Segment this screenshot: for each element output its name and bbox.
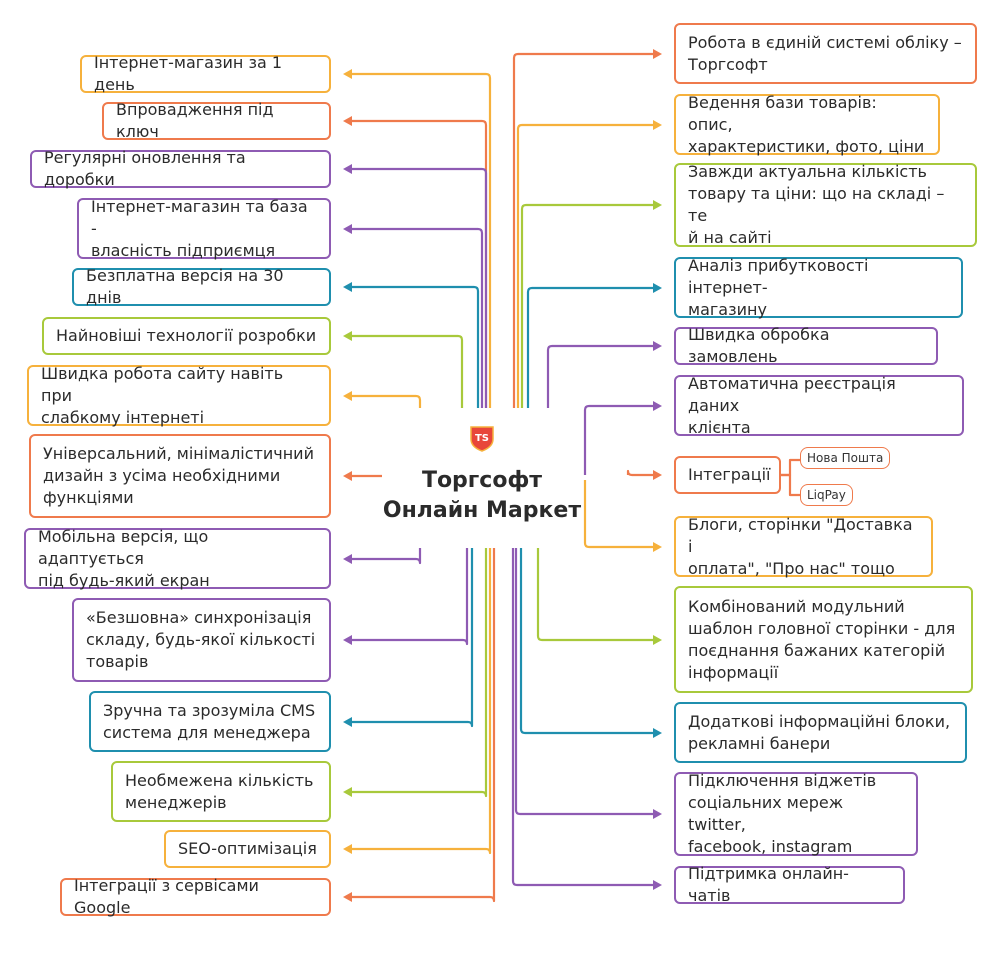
left-connector-7 xyxy=(347,394,422,475)
right-topic-5: Швидка обробка замовлень xyxy=(674,325,938,366)
integration-branch-2 xyxy=(781,473,800,497)
left-topic-13: SEO-оптимізація xyxy=(164,830,331,868)
right-connector-5 xyxy=(546,344,658,475)
left-connector-13 xyxy=(347,480,492,855)
right-arrow-9 xyxy=(653,635,662,645)
right-topic-10: Додаткові інформаційні блоки, рекламні б… xyxy=(674,702,967,763)
integration-branch-1 xyxy=(781,458,800,477)
left-connector-2 xyxy=(347,119,488,475)
right-topic-12: Підтримка онлайн-чатів xyxy=(674,864,905,905)
central-topic: TS Торгсофт Онлайн Маркет xyxy=(382,408,582,548)
left-arrow-10 xyxy=(343,635,352,645)
right-topic-7: Інтеграції xyxy=(674,456,781,494)
right-topic-4: Аналіз прибутковості інтернет- магазину xyxy=(674,256,963,319)
right-connector-2 xyxy=(516,123,658,475)
right-connector-8 xyxy=(583,480,658,549)
left-arrow-3 xyxy=(343,164,352,174)
left-topic-8: Універсальний, мінімалістичний дизайн з … xyxy=(29,434,331,518)
left-arrow-13 xyxy=(343,844,352,854)
left-arrow-1 xyxy=(343,69,352,79)
right-connector-4 xyxy=(526,286,658,475)
right-connector-12 xyxy=(511,480,658,887)
left-arrow-2 xyxy=(343,116,352,126)
left-arrow-8 xyxy=(343,471,352,481)
left-topic-10: «Безшовна» синхронізація складу, будь-як… xyxy=(72,598,331,682)
right-arrow-1 xyxy=(653,49,662,59)
right-topic-3: Завжди актуальна кількість товару та цін… xyxy=(674,162,977,247)
left-arrow-11 xyxy=(343,717,352,727)
right-connector-10 xyxy=(519,480,658,735)
right-arrow-5 xyxy=(653,341,662,351)
left-connector-4 xyxy=(347,227,484,475)
left-topic-9: Мобільна версія, що адаптується під будь… xyxy=(24,527,331,590)
right-arrow-12 xyxy=(653,880,662,890)
left-arrow-7 xyxy=(343,391,352,401)
right-topic-6: Автоматична реєстрація даних клієнта xyxy=(674,374,964,437)
svg-text:TS: TS xyxy=(475,433,489,444)
left-connector-14 xyxy=(347,480,496,903)
right-arrow-11 xyxy=(653,809,662,819)
right-arrow-10 xyxy=(653,728,662,738)
left-connector-12 xyxy=(347,480,488,798)
right-connector-6 xyxy=(583,404,658,475)
right-arrow-4 xyxy=(653,283,662,293)
left-arrow-14 xyxy=(343,892,352,902)
right-topic-1: Робота в єдиній системі обліку – Торгсоф… xyxy=(674,23,977,84)
left-topic-5: Безплатна версія на 30 днів xyxy=(72,266,331,307)
left-topic-7: Швидка робота сайту навіть при слабкому … xyxy=(27,364,331,427)
left-connector-10 xyxy=(347,480,469,646)
central-title: Торгсофт Онлайн Маркет xyxy=(382,468,582,523)
left-arrow-5 xyxy=(343,282,352,292)
right-connector-1 xyxy=(512,52,658,475)
right-connector-7 xyxy=(626,469,658,477)
right-arrow-3 xyxy=(653,200,662,210)
right-connector-9 xyxy=(536,480,658,642)
left-arrow-9 xyxy=(343,554,352,564)
left-arrow-12 xyxy=(343,787,352,797)
right-arrow-2 xyxy=(653,120,662,130)
right-connector-11 xyxy=(514,480,658,816)
right-topic-9: Комбінований модульний шаблон головної с… xyxy=(674,586,973,693)
right-topic-2: Ведення бази товарів: опис, характеристи… xyxy=(674,93,940,156)
right-arrow-7 xyxy=(653,470,662,480)
integration-nova-poshta: Нова Пошта xyxy=(800,447,891,469)
left-topic-1: Інтернет-магазин за 1 день xyxy=(80,53,331,94)
left-topic-14: Інтеграції з сервісами Google xyxy=(60,876,331,917)
left-topic-4: Інтернет-магазин та база - власність під… xyxy=(77,197,331,260)
left-topic-2: Впровадження під ключ xyxy=(102,100,331,141)
left-connector-11 xyxy=(347,480,474,728)
right-topic-11: Підключення віджетів соціальних мереж tw… xyxy=(674,771,918,856)
left-topic-6: Найновіші технології розробки xyxy=(42,317,331,355)
left-connector-3 xyxy=(347,167,488,475)
left-connector-9 xyxy=(347,480,422,565)
integration-liqpay: LiqPay xyxy=(800,484,853,506)
right-arrow-8 xyxy=(653,542,662,552)
left-connector-1 xyxy=(347,72,492,475)
left-connector-6 xyxy=(347,334,464,475)
right-connector-3 xyxy=(520,203,658,475)
left-topic-12: Необмежена кількість менеджерів xyxy=(111,761,331,822)
right-topic-8: Блоги, сторінки "Доставка і оплата", "Пр… xyxy=(674,515,933,578)
left-arrow-6 xyxy=(343,331,352,341)
torgsoft-logo-icon: TS xyxy=(470,426,494,452)
left-topic-11: Зручна та зрозуміла CMS система для мене… xyxy=(89,691,331,752)
left-arrow-4 xyxy=(343,224,352,234)
left-connector-5 xyxy=(347,285,480,475)
right-arrow-6 xyxy=(653,401,662,411)
left-topic-3: Регулярні оновлення та доробки xyxy=(30,148,331,189)
